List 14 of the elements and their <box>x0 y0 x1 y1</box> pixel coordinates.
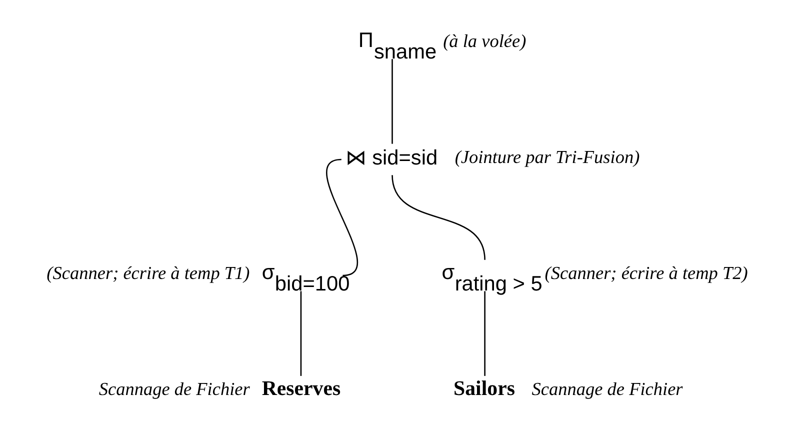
node-text: Reserves <box>262 376 341 400</box>
node-label: Scannage de Fichier <box>532 379 683 400</box>
node-label: (Scanner; écrire à temp T1) <box>46 263 250 284</box>
connector <box>392 59 393 144</box>
node-label: (Scanner; écrire à temp T2) <box>544 263 748 284</box>
node-text: Sailors <box>454 376 515 400</box>
connector <box>326 158 358 276</box>
node-text: ⋈ sid=sid <box>345 146 438 170</box>
connector <box>300 291 302 376</box>
connector <box>484 291 486 376</box>
connector <box>392 175 486 260</box>
node-label: Scannage de Fichier <box>98 379 250 400</box>
node-label: (Jointure par Tri-Fusion) <box>454 146 640 167</box>
node-label: (à la volée) <box>443 30 526 51</box>
